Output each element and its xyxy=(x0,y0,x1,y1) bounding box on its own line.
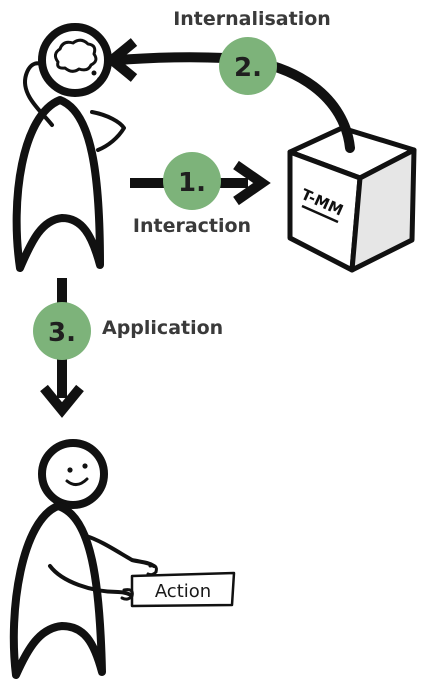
smiley-face-icon xyxy=(65,463,89,486)
acting-person-head xyxy=(38,439,108,509)
step-2-label: 2. xyxy=(234,53,262,83)
thinking-person-head xyxy=(38,23,112,97)
action-label: Action xyxy=(155,581,211,602)
thinking-person-body xyxy=(12,96,104,272)
action-sign: Action xyxy=(130,571,236,608)
acting-person-arm-upper xyxy=(84,534,156,568)
internalisation-label: Internalisation xyxy=(173,8,331,30)
interaction-label: Interaction xyxy=(133,215,251,237)
application-label: Application xyxy=(102,317,223,339)
thinking-person-hip-arm xyxy=(90,110,126,152)
thinking-person-arm xyxy=(22,61,54,127)
step-2-circle xyxy=(219,37,277,95)
thinking-person xyxy=(12,23,126,272)
thought-cloud-icon xyxy=(53,38,98,73)
step-3-circle xyxy=(33,302,91,360)
acting-person xyxy=(9,439,156,679)
tmm-underline xyxy=(301,204,339,224)
acting-person-hands xyxy=(120,564,158,601)
acting-person-body xyxy=(9,502,106,679)
acting-person-arm-lower xyxy=(48,564,134,598)
tmm-box xyxy=(287,125,417,273)
step-1-label: 1. xyxy=(178,168,206,198)
step-3-label: 3. xyxy=(48,318,76,348)
step-1-circle xyxy=(163,152,221,210)
